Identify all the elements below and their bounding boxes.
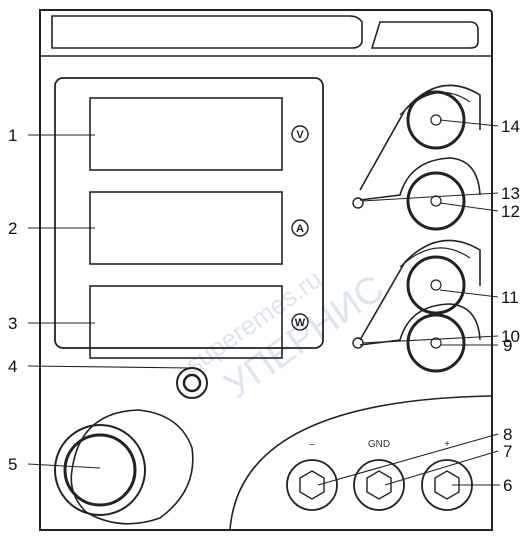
housing-outline <box>39 9 493 531</box>
voltage-unit-label: V <box>296 129 304 141</box>
knob-12-arc <box>359 157 481 201</box>
callout-8: 8 <box>503 425 512 444</box>
callout-14: 14 <box>501 117 520 136</box>
knob-9[interactable] <box>406 313 466 373</box>
power-indicator-lamp <box>182 373 202 393</box>
callout-3: 3 <box>8 314 17 333</box>
callout-2: 2 <box>8 219 17 238</box>
callout-13: 13 <box>501 184 520 203</box>
knob-14-arc <box>359 84 481 191</box>
callout-11: 11 <box>501 288 519 307</box>
callout-9: 9 <box>503 336 512 355</box>
callout-10: 10 <box>501 327 520 346</box>
watermark: superemes.ru УПЕРНИС <box>180 264 392 408</box>
callout-labels: 1 2 3 4 5 6 7 8 9 10 11 12 13 14 <box>8 117 520 495</box>
display-frame <box>54 77 324 359</box>
knob-12[interactable] <box>406 171 466 231</box>
power-unit-label: W <box>295 317 306 329</box>
leader-8 <box>317 433 499 486</box>
knob-group <box>352 84 481 373</box>
voltage-display <box>89 97 283 171</box>
jack-minus-hex <box>299 470 325 500</box>
knob-12-center <box>430 195 442 207</box>
jack-ground-label: GND <box>368 439 390 450</box>
callout-5: 5 <box>8 455 17 474</box>
leader-14 <box>439 119 499 127</box>
top-slot-left <box>51 15 363 49</box>
leader-11 <box>439 289 499 298</box>
voltage-unit-circle <box>291 125 309 143</box>
knob-11-arc <box>359 239 481 341</box>
knob-9-center <box>430 337 442 349</box>
callout-1: 1 <box>8 126 17 145</box>
current-unit-circle <box>291 219 309 237</box>
jack-minus-label: – <box>309 439 315 450</box>
power-unit-circle <box>291 313 309 331</box>
knob-11-inner-arc <box>399 247 471 268</box>
current-unit-label: A <box>296 223 304 235</box>
leader-lines <box>27 119 500 486</box>
callout-4: 4 <box>8 357 17 376</box>
jack-minus[interactable] <box>286 459 338 511</box>
leader-13 <box>361 192 499 202</box>
power-switch-ring <box>54 424 146 516</box>
knob-11-center <box>430 279 442 291</box>
bottom-panel-curve <box>229 395 493 531</box>
jack-plus-hex <box>434 470 460 500</box>
jack-ground-hex <box>366 470 392 500</box>
current-display <box>89 191 283 265</box>
knob-14-center <box>430 114 442 126</box>
knob-14[interactable] <box>406 90 466 150</box>
leader-12 <box>439 202 499 212</box>
power-display <box>89 285 283 359</box>
leader-10 <box>361 335 499 344</box>
callout-12: 12 <box>501 202 520 221</box>
power-switch-group <box>54 367 208 525</box>
power-switch[interactable] <box>63 433 137 507</box>
indicator-13-led <box>352 197 364 209</box>
jack-ground[interactable] <box>353 459 405 511</box>
leader-4 <box>27 365 191 369</box>
leader-5 <box>27 463 101 469</box>
knob-9-arc <box>359 303 481 346</box>
jack-plus-label: + <box>444 439 450 450</box>
display-frame-outline <box>54 77 324 349</box>
top-slot-right <box>370 21 479 49</box>
callout-7: 7 <box>503 442 512 461</box>
indicator-10-led <box>352 337 364 349</box>
output-jacks <box>286 459 473 511</box>
housing <box>39 9 493 531</box>
power-indicator-ring <box>176 367 208 399</box>
leader-7 <box>384 450 499 486</box>
callout-6: 6 <box>503 476 512 495</box>
knob-11[interactable] <box>406 255 466 315</box>
